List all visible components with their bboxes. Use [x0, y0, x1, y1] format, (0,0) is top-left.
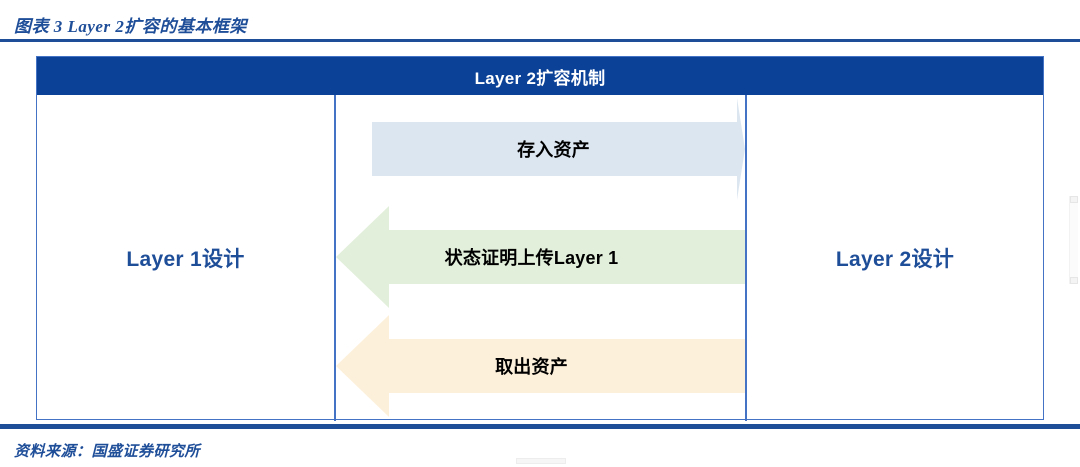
- caption-divider-rule: [0, 39, 1080, 42]
- column-divider-right: [745, 95, 747, 421]
- panel-layer2-label: Layer 2设计: [835, 248, 955, 271]
- horizontal-scrollbar[interactable]: [516, 458, 566, 464]
- panel-layer1: Layer 1设计: [37, 95, 334, 421]
- arrow-row-deposit: 存入资产: [336, 95, 745, 203]
- scroll-up-arrow-icon[interactable]: [1070, 196, 1078, 203]
- column-divider-left: [334, 95, 336, 421]
- scroll-down-arrow-icon[interactable]: [1070, 277, 1078, 284]
- arrow-left-icon: [336, 315, 745, 417]
- arrow-left-shape: [336, 206, 745, 308]
- arrow-right-shape: [372, 98, 745, 200]
- diagram-header-title: Layer 2扩容机制: [474, 68, 606, 88]
- diagram-header-bar: Layer 2扩容机制: [37, 57, 1043, 95]
- diagram-frame: Layer 2扩容机制 Layer 1设计 Layer 2设计 存入资产: [36, 56, 1044, 421]
- vertical-scrollbar[interactable]: [1069, 196, 1078, 284]
- source-divider-rule: [0, 424, 1080, 429]
- diagram-body: Layer 1设计 Layer 2设计 存入资产 状态证明上传Layer 1: [37, 95, 1043, 421]
- arrow-channel: 存入资产 状态证明上传Layer 1 取出资产: [336, 95, 745, 421]
- arrow-left-shape: [336, 315, 745, 417]
- figure-caption: 图表 3 Layer 2扩容的基本框架: [14, 17, 247, 36]
- arrow-left-icon: [336, 206, 745, 308]
- panel-layer1-label: Layer 1设计: [126, 248, 245, 271]
- arrow-row-state-proof: 状态证明上传Layer 1: [336, 203, 745, 311]
- panel-layer2: Layer 2设计: [747, 95, 1043, 421]
- figure-source: 资料来源：国盛证券研究所: [14, 444, 201, 460]
- arrow-right-icon: [372, 98, 745, 200]
- arrow-row-withdraw: 取出资产: [336, 311, 745, 421]
